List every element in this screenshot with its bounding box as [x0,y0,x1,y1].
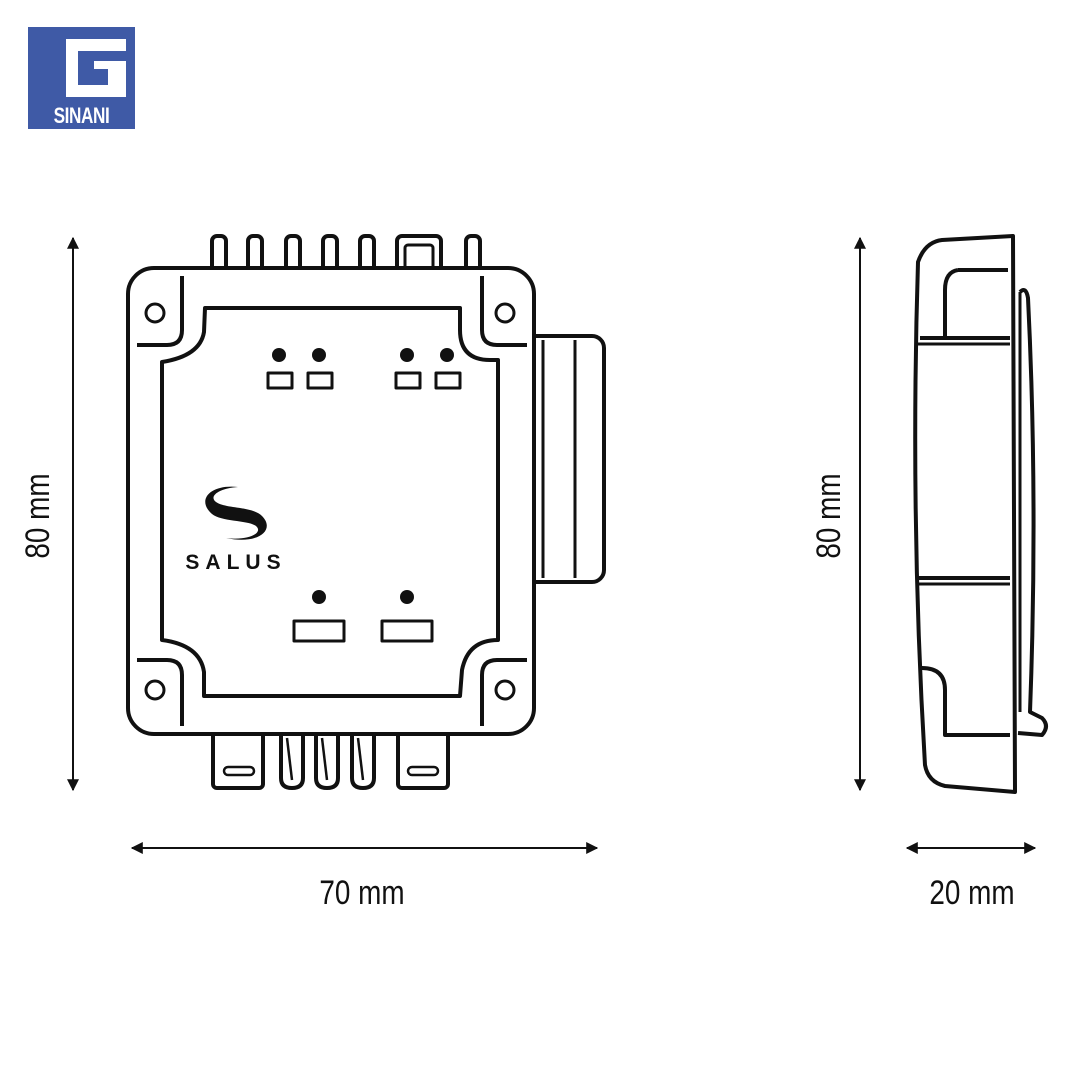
bottom-terminals [211,728,450,790]
indicator-window [266,371,294,390]
sinani-logo: SINANI [28,27,135,129]
front-width-label: 70 mm [319,874,405,912]
indicator-window [394,371,422,390]
indicator-window [306,371,334,390]
sinani-logo-mark-icon [66,39,126,97]
button-window [292,619,346,643]
button-window [380,619,434,643]
side-view [913,234,1048,794]
front-plate [160,306,500,698]
indicator-window [434,371,462,390]
screw-hole [494,302,516,324]
device-housing [126,266,536,736]
side-housing [913,234,1017,794]
led-dot [312,590,326,604]
screw-hole [144,302,166,324]
front-view [126,234,606,790]
salus-swirl-icon [205,486,267,540]
dimension-lines [67,236,1037,854]
indicator-leds [266,348,462,643]
led-dot [400,590,414,604]
inner-frame [137,276,527,726]
salus-brand-text: SALUS [185,551,287,574]
led-dot [400,348,414,362]
side-depth-label: 20 mm [929,874,1015,912]
led-dot [440,348,454,362]
screw-hole [144,679,166,701]
led-dot [312,348,326,362]
back-clip [1017,288,1048,737]
side-height-label: 80 mm [810,473,848,559]
side-connector [522,334,606,584]
led-dot [272,348,286,362]
front-height-label: 80 mm [19,473,57,559]
logo-text: SINANI [53,103,110,128]
screw-hole [494,679,516,701]
